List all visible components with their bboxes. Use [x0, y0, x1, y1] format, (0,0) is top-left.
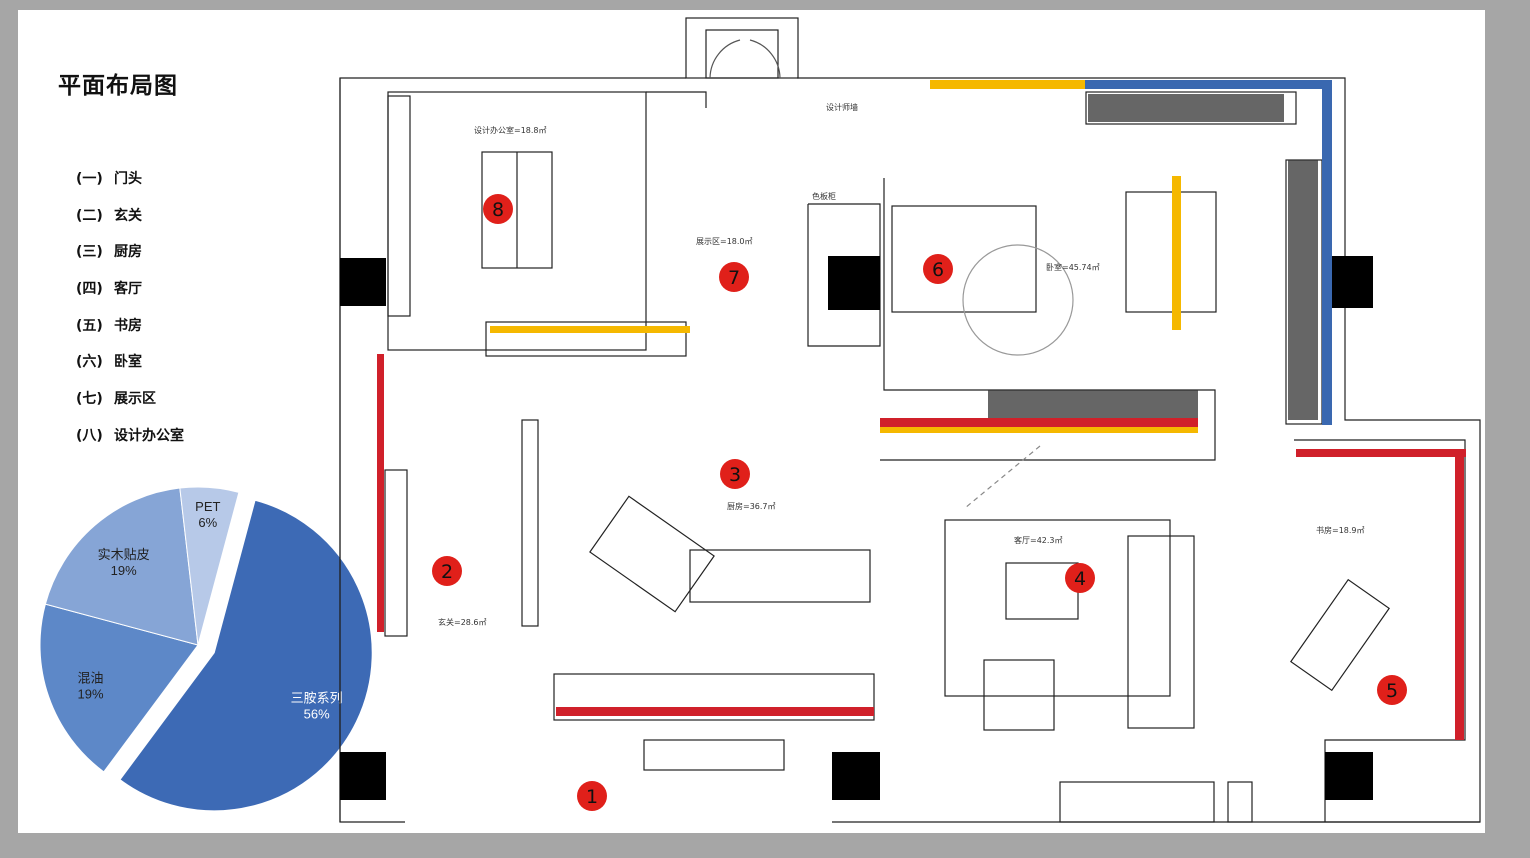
legend-item: (八)设计办公室 — [76, 428, 184, 444]
legend-item: (一)门头 — [76, 171, 142, 187]
page-title: 平面布局图 — [58, 73, 178, 99]
legend-item: (七)展示区 — [76, 391, 156, 407]
legend-item: (五)书房 — [76, 318, 142, 334]
legend-item: (六)卧室 — [76, 354, 142, 370]
legend-item: (四)客厅 — [76, 281, 142, 297]
pie-slice — [39, 603, 199, 773]
pie-slice — [179, 486, 240, 646]
pie-slice — [44, 487, 199, 646]
legend-item: (二)玄关 — [76, 208, 142, 224]
legend-item: (三)厨房 — [76, 244, 142, 260]
